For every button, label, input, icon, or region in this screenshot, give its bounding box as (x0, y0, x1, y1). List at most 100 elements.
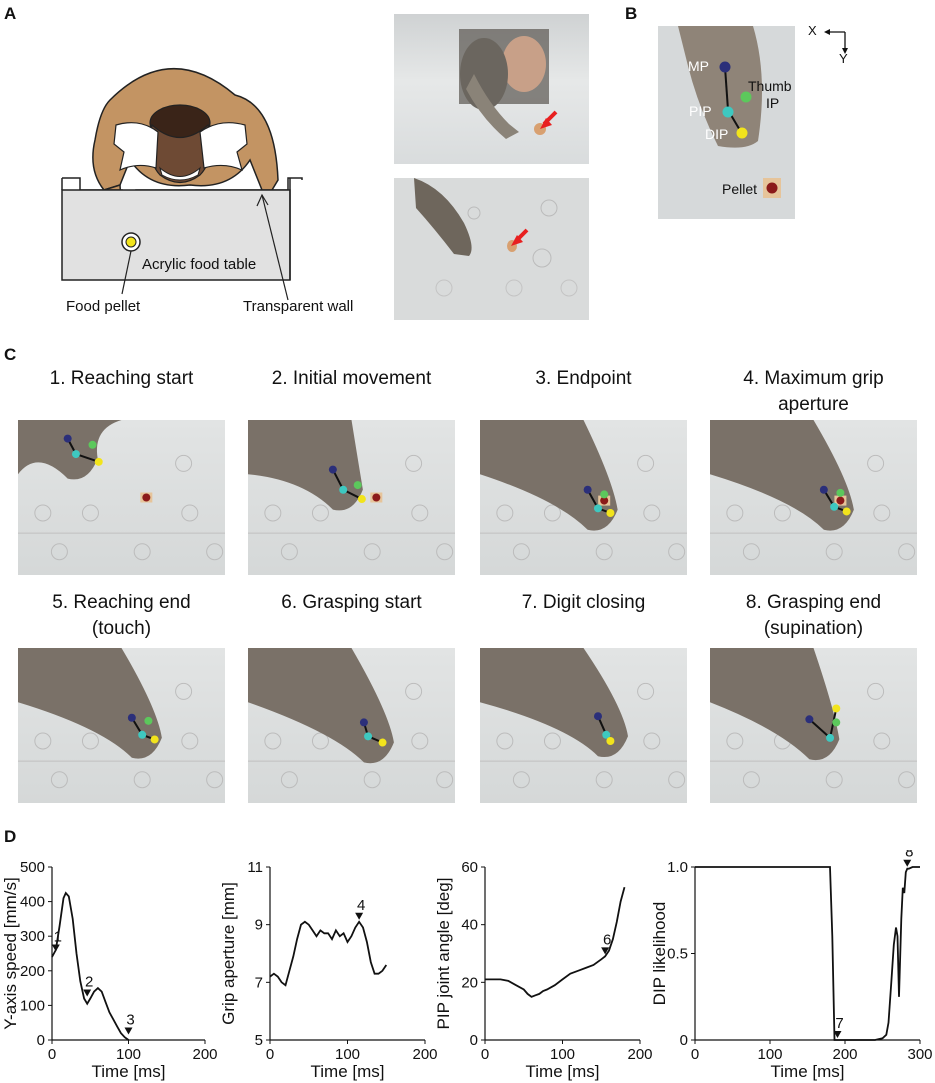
thumb-ip-keypoint (600, 490, 609, 499)
y-axis-label: Grip aperture [mm] (219, 882, 238, 1025)
event-marker (124, 1027, 133, 1035)
phase-caption-line1: 5. Reaching end (52, 592, 191, 613)
x-tick-label: 100 (550, 1046, 575, 1063)
y-tick-label: 5 (255, 1032, 263, 1049)
pip-keypoint (593, 504, 602, 513)
event-marker (83, 989, 92, 997)
y-tick-label: 1.0 (667, 859, 688, 876)
thumb-ip-keypoint (88, 440, 97, 449)
panel-letter-a: A (4, 4, 17, 23)
dip-keypoint (842, 507, 851, 516)
y-tick-label: 0.5 (667, 946, 688, 963)
pip-keypoint (364, 732, 373, 741)
event-marker (355, 912, 364, 920)
event-marker-label: 4 (357, 897, 365, 914)
mp-keypoint (583, 485, 592, 494)
phase-caption-7: 7. Digit closing (470, 590, 697, 616)
phase-photo-7 (480, 648, 687, 803)
series-line (51, 891, 130, 1041)
y-tick-label: 60 (461, 859, 478, 876)
label-acrylic-table: Acrylic food table (142, 256, 257, 273)
panel-letter-d: D (4, 827, 17, 846)
y-tick-label: 200 (20, 963, 45, 980)
series-line (695, 866, 920, 1041)
x-tick-label: 200 (627, 1046, 652, 1063)
phase-caption-line1: 2. Initial movement (271, 368, 432, 389)
phase-photo-8 (710, 648, 917, 803)
series-line (269, 920, 388, 987)
x-tick-label: 300 (907, 1046, 932, 1063)
phase-caption-1: 1. Reaching start (8, 366, 235, 392)
pip-keypoint (602, 730, 611, 739)
y-tick-label: 9 (255, 917, 263, 934)
phase-caption-line2: (supination) (763, 618, 864, 639)
thumb-ip-keypoint (836, 488, 845, 497)
event-marker (601, 947, 610, 955)
phase-caption-5: 5. Reaching end (touch) (8, 590, 235, 642)
label-transparent-wall: Transparent wall (243, 298, 354, 315)
phase-caption-8: 8. Grasping end(supination) (700, 590, 927, 642)
label-food-pellet: Food pellet (66, 298, 141, 315)
dip-keypoint (150, 735, 159, 744)
event-marker-label: 2 (85, 973, 93, 990)
label-pellet: Pellet (722, 181, 758, 197)
phase-caption-line1: 3. Endpoint (535, 368, 632, 389)
event-marker-label: 8 (905, 850, 913, 861)
x-tick-label: 100 (116, 1046, 141, 1063)
x-axis-label: Time [ms] (526, 1062, 600, 1081)
pellet-keypoint (142, 493, 151, 502)
food-table-illustration (61, 67, 303, 301)
pellet-keypoint (836, 496, 845, 505)
label-thumb-ip: IP (766, 95, 780, 111)
y-tick-label: 400 (20, 894, 45, 911)
x-tick-label: 0 (481, 1046, 489, 1063)
event-marker-label: 7 (835, 1015, 843, 1032)
animal-chin (159, 166, 201, 181)
phase-caption-3: 3. Endpoint (470, 366, 697, 392)
event-marker (833, 1031, 842, 1038)
x-axis-label: Time [ms] (771, 1062, 845, 1081)
pip-keypoint (722, 106, 734, 118)
acrylic-table (61, 189, 291, 281)
y-tick-label: 0 (680, 1032, 688, 1049)
dip-keypoint (94, 457, 103, 466)
x-tick-label: 0 (266, 1046, 274, 1063)
mp-keypoint (63, 434, 72, 443)
x-tick-label: 100 (335, 1046, 360, 1063)
x-tick-label: 0 (48, 1046, 56, 1063)
phase-caption-2: 2. Initial movement (238, 366, 465, 392)
y-tick-label: 500 (20, 859, 45, 876)
neck-cuff-left (113, 122, 159, 172)
event-marker-label: 1 (54, 929, 62, 946)
phase-caption-line2: (touch) (91, 618, 152, 639)
series-line (485, 886, 626, 998)
phase-caption-6: 6. Grasping start (238, 590, 465, 616)
dip-keypoint (736, 127, 748, 139)
phase-photo-6 (248, 648, 455, 803)
dip-keypoint (606, 509, 615, 517)
panel-letter-b: B (625, 4, 638, 23)
mp-keypoint (593, 712, 602, 721)
event-marker-label: 6 (603, 931, 611, 948)
x-axis-label: Time [ms] (92, 1062, 166, 1081)
mp-keypoint (819, 485, 828, 494)
dip-keypoint (606, 737, 615, 745)
pip-keypoint (71, 450, 80, 459)
axis-x-label: X (808, 23, 817, 38)
phase-photo-2 (248, 420, 455, 575)
phase-caption-line1: 7. Digit closing (521, 592, 646, 613)
mp-keypoint (127, 713, 136, 722)
phase-caption-line2: aperture (778, 394, 849, 415)
y-axis-label: DIP likelihood (650, 902, 669, 1006)
neck-cuff-right (199, 122, 248, 172)
y-tick-label: 20 (461, 974, 478, 991)
y-axis-label: PIP joint angle [deg] (434, 878, 453, 1030)
y-tick-label: 0 (470, 1032, 478, 1049)
dip-keypoint (357, 495, 366, 504)
phase-caption-4: 4. Maximum grip aperture (700, 366, 927, 418)
x-tick-label: 200 (832, 1046, 857, 1063)
thumb-ip-keypoint (353, 481, 362, 490)
phase-caption-line1: 4. Maximum grip (743, 368, 884, 389)
pellet-keypoint (766, 182, 778, 194)
mp-keypoint (328, 465, 337, 474)
